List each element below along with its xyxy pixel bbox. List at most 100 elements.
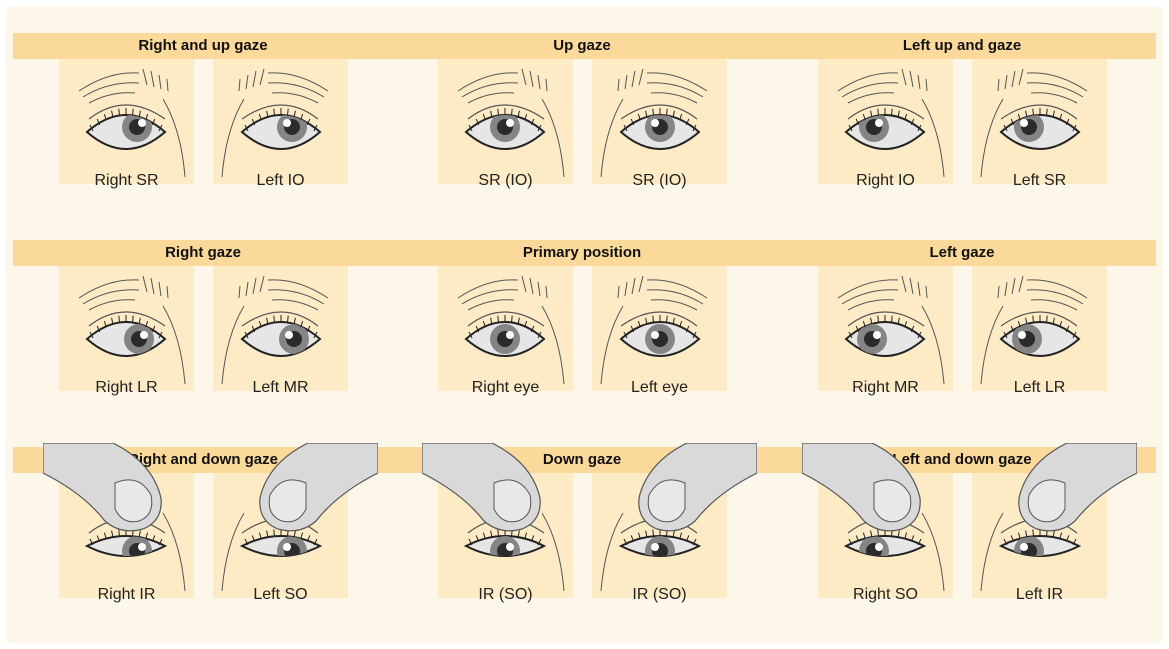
muscle-label: IR (SO) (438, 586, 573, 604)
panel-title: Left gaze (772, 240, 1152, 266)
eye-illustration (592, 59, 727, 184)
muscle-label: Left LR (972, 379, 1107, 397)
eyebrow-lines (239, 276, 328, 310)
eye-highlight (138, 543, 146, 551)
panel-title: Up gaze (392, 33, 772, 59)
eye-highlight (506, 331, 514, 339)
eye-highlight (1018, 331, 1026, 339)
eyebrow-lines (838, 69, 927, 103)
panel-title: Left up and gaze (772, 33, 1152, 59)
muscle-label: SR (IO) (592, 172, 727, 190)
face-contour-line (601, 306, 623, 384)
left-eye-panel: Left IO (213, 59, 348, 184)
finger-lifting-eyelid (43, 443, 193, 538)
eyebrow-lines (618, 276, 707, 310)
eye-highlight (138, 119, 146, 127)
muscle-label: Left IR (972, 586, 1107, 604)
eyebrow-lines (998, 69, 1087, 103)
eye-highlight (651, 119, 659, 127)
left-eye-panel: Left LR (972, 266, 1107, 391)
gaze-panel: Right and up gazeRight SRLeft IO (13, 33, 393, 193)
face-contour-line (922, 306, 944, 384)
muscle-label: Right SR (59, 172, 194, 190)
muscle-label: Left IO (213, 172, 348, 190)
muscle-label: SR (IO) (438, 172, 573, 190)
eye-highlight (506, 119, 514, 127)
muscle-label: IR (SO) (592, 586, 727, 604)
eyebrow-lines (79, 276, 168, 310)
eye-illustration (213, 59, 348, 184)
eyebrow-lines (618, 69, 707, 103)
right-eye-panel: Right SR (59, 59, 194, 184)
face-contour-line (922, 99, 944, 177)
left-eye-panel: Left SR (972, 59, 1107, 184)
face-contour-line (542, 99, 564, 177)
right-eye-panel: SR (IO) (438, 59, 573, 184)
eye-illustration (592, 266, 727, 391)
eyebrow-lines (458, 276, 547, 310)
face-contour-line (163, 306, 185, 384)
eye-highlight (140, 331, 148, 339)
eye-highlight (283, 543, 291, 551)
panel-title: Right and up gaze (13, 33, 393, 59)
eyebrow-lines (239, 69, 328, 103)
muscle-label: Left SO (213, 586, 348, 604)
left-eye-panel: SR (IO) (592, 59, 727, 184)
panel-title: Right gaze (13, 240, 393, 266)
face-contour-line (222, 99, 244, 177)
finger-lifting-eyelid (607, 443, 757, 538)
gaze-panel: Up gazeSR (IO)SR (IO) (392, 33, 772, 193)
eye-highlight (873, 331, 881, 339)
eye-illustration (438, 266, 573, 391)
muscle-label: Left eye (592, 379, 727, 397)
eye-illustration (972, 59, 1107, 184)
gaze-panel: Left up and gazeRight IOLeft SR (772, 33, 1152, 193)
face-contour-line (163, 99, 185, 177)
eyebrow-lines (838, 276, 927, 310)
muscle-label: Left SR (972, 172, 1107, 190)
muscle-label: Right SO (818, 586, 953, 604)
eye-highlight (651, 543, 659, 551)
eye-illustration (59, 59, 194, 184)
face-contour-line (542, 306, 564, 384)
face-contour-line (981, 306, 1003, 384)
eye-illustration (818, 59, 953, 184)
eye-illustration (438, 59, 573, 184)
eye-illustration (59, 266, 194, 391)
gaze-panel: Right and down gazeRight IRLeft SO (13, 447, 393, 607)
eye-illustration (972, 266, 1107, 391)
eye-illustration (213, 266, 348, 391)
eyebrow-lines (998, 276, 1087, 310)
face-contour-line (601, 99, 623, 177)
muscle-label: Right IR (59, 586, 194, 604)
eye-highlight (1020, 543, 1028, 551)
eye-highlight (283, 119, 291, 127)
eye-illustration (818, 266, 953, 391)
muscle-label: Right IO (818, 172, 953, 190)
eye-highlight (651, 331, 659, 339)
right-eye-panel: Right MR (818, 266, 953, 391)
eyebrow-lines (79, 69, 168, 103)
muscle-label: Right eye (438, 379, 573, 397)
muscle-label: Right MR (818, 379, 953, 397)
left-eye-panel: Left MR (213, 266, 348, 391)
right-eye-panel: Right LR (59, 266, 194, 391)
gaze-panel: Left gazeRight MRLeft LR (772, 240, 1152, 400)
eye-highlight (875, 543, 883, 551)
eye-highlight (285, 331, 293, 339)
face-contour-line (981, 99, 1003, 177)
gaze-row: Right and down gazeRight IRLeft SODown g… (13, 447, 1156, 607)
eye-highlight (875, 119, 883, 127)
left-eye-panel: Left eye (592, 266, 727, 391)
gaze-panel: Primary positionRight eyeLeft eye (392, 240, 772, 400)
right-eye-panel: Right IO (818, 59, 953, 184)
panel-title: Primary position (392, 240, 772, 266)
right-eye-panel: Right eye (438, 266, 573, 391)
finger-lifting-eyelid (802, 443, 952, 538)
muscle-label: Left MR (213, 379, 348, 397)
finger-lifting-eyelid (987, 443, 1137, 538)
